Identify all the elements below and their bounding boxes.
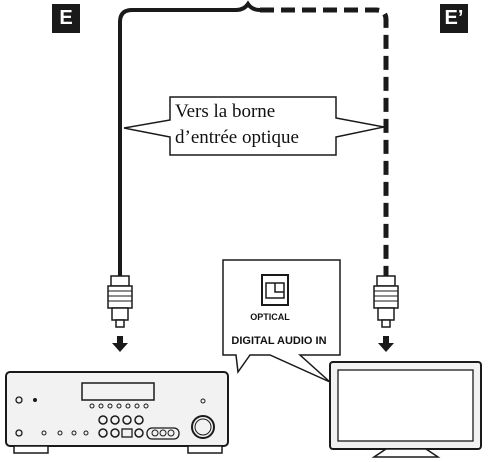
optical-cable-dashed <box>260 7 389 287</box>
av-receiver-icon <box>5 371 229 454</box>
callout-text-line2: d’entrée optique <box>175 127 299 148</box>
television-icon <box>329 361 482 458</box>
optical-cable-solid <box>118 0 261 287</box>
connector-label-e-prime: E’ <box>440 4 468 33</box>
port-detail-callout <box>222 259 341 383</box>
callout-text-line1: Vers la borne <box>175 101 276 122</box>
arrow-down-left-icon <box>112 336 128 352</box>
arrow-down-right-icon <box>378 336 394 352</box>
optical-plug-right-icon <box>373 275 399 328</box>
digital-audio-in-label: DIGITAL AUDIO IN <box>231 335 327 347</box>
optical-plug-left-icon <box>107 275 133 328</box>
connector-label-e: E <box>52 4 80 33</box>
callout-bubble <box>123 96 385 156</box>
optical-port-icon <box>261 274 289 306</box>
optical-port-label: OPTICAL <box>250 312 290 322</box>
